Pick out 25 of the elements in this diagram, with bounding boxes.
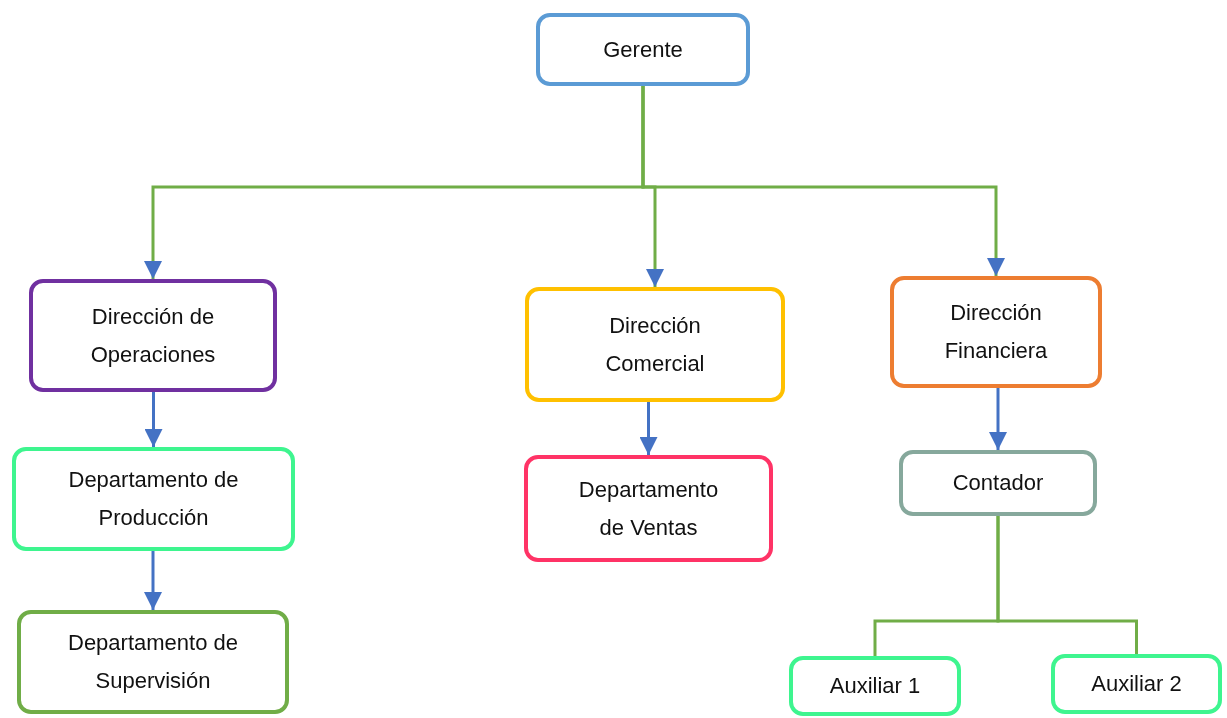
org-box [524,455,773,562]
connector-arrow [144,392,163,447]
org-box [890,276,1102,388]
org-box [1051,654,1222,714]
org-box [536,13,750,86]
box-label: Auxiliar 2 [1091,670,1182,698]
box-label: Dirección de Operaciones [89,302,217,369]
org-box [789,656,961,716]
box-label: Auxiliar 1 [829,672,921,700]
box-label: Departamento de Ventas [577,475,720,542]
box-label: Dirección Comercial [604,311,706,378]
connector-arrow [641,86,1005,276]
org-box [12,447,295,551]
org-box [525,287,785,402]
box-label: Dirección Financiera [943,299,1049,365]
box-label: Departamento de Supervisión [67,629,239,695]
connector-arrow [144,551,162,610]
connector-arrow [989,388,1007,450]
box-label: Departamento de Producción [67,466,240,532]
org-box [29,279,277,392]
org-box [899,450,1097,516]
connector-arrow [639,402,658,455]
box-label: Contador [952,469,1044,497]
org-box [17,610,289,714]
box-label: Gerente [603,35,683,64]
